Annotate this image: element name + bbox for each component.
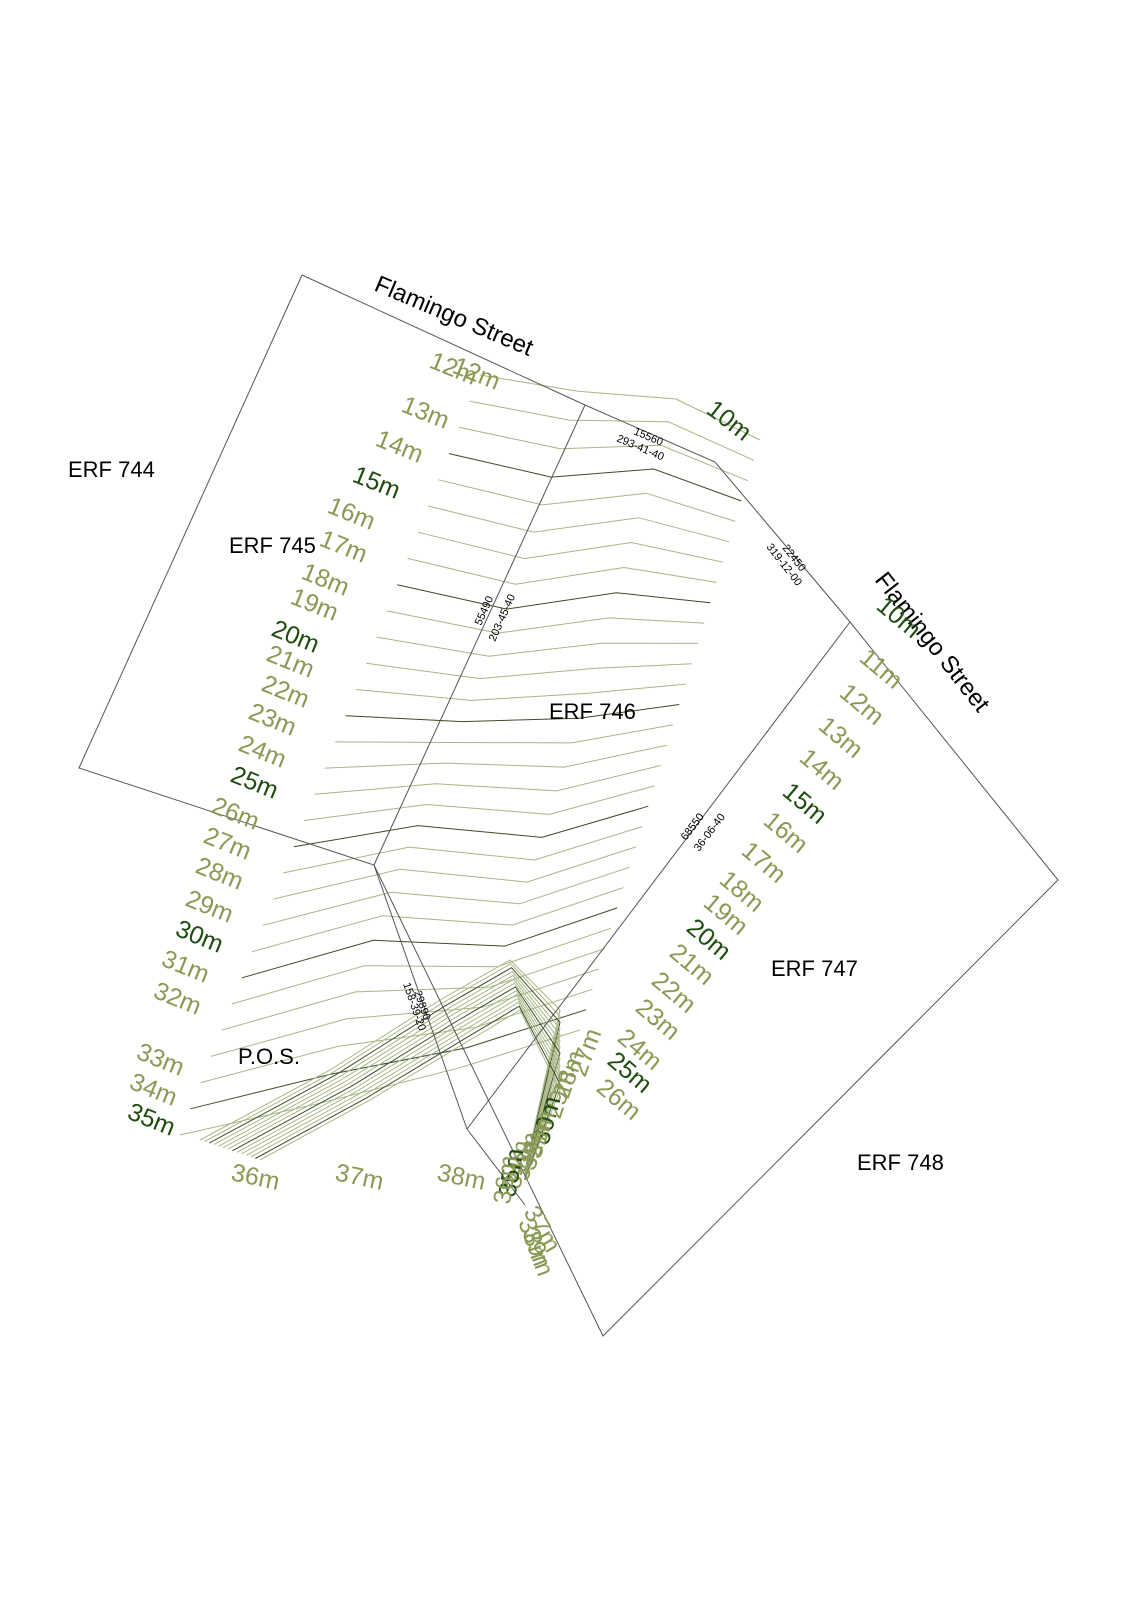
erf-744-label: ERF 744 bbox=[68, 457, 155, 482]
contour-line bbox=[479, 374, 761, 441]
erf-745-label: ERF 745 bbox=[229, 533, 316, 558]
contour-line bbox=[218, 974, 561, 1174]
contour-line bbox=[459, 426, 748, 482]
erf-746-label: ERF 746 bbox=[549, 699, 636, 724]
contour-line bbox=[293, 805, 649, 848]
contour-line bbox=[179, 1029, 581, 1136]
contour-line bbox=[227, 982, 561, 1175]
contour-line bbox=[231, 927, 612, 1005]
contour-line bbox=[221, 948, 605, 1031]
erf-745-746-boundary bbox=[373, 404, 586, 866]
contour-line bbox=[314, 765, 661, 795]
contour-label-bottom-37m: 37m bbox=[333, 1158, 386, 1196]
contour-line bbox=[210, 968, 599, 1057]
contour-line bbox=[335, 724, 674, 744]
contour-lines bbox=[179, 374, 761, 1181]
erf-748-label: ERF 748 bbox=[857, 1150, 944, 1175]
contour-line bbox=[255, 1005, 561, 1180]
contour-line bbox=[262, 866, 630, 926]
contour-line bbox=[376, 636, 698, 657]
contour-line bbox=[250, 1001, 561, 1179]
contour-line bbox=[304, 785, 655, 821]
erf-boundaries bbox=[78, 274, 1059, 1337]
contour-line bbox=[417, 531, 723, 563]
pos-label: P.O.S. bbox=[238, 1044, 300, 1069]
contour-line bbox=[200, 988, 593, 1084]
contour-label-west-15m: 15m bbox=[349, 461, 405, 505]
contour-line bbox=[407, 557, 717, 585]
contour-label-bottom-36m: 36m bbox=[229, 1158, 282, 1196]
contour-label-bottom-38m: 38m bbox=[435, 1158, 488, 1196]
contour-line bbox=[204, 963, 561, 1171]
contour-line bbox=[448, 453, 742, 502]
contour-line bbox=[366, 662, 692, 680]
erf-746-747-boundary bbox=[466, 621, 851, 1130]
contour-line bbox=[355, 683, 686, 701]
contour-line bbox=[208, 967, 561, 1172]
dimension-labels: 15560 293-41-40 22450 319-12-00 55490 20… bbox=[400, 426, 808, 1033]
contour-line bbox=[428, 505, 730, 543]
contour-line bbox=[283, 826, 643, 874]
contour-line bbox=[324, 744, 668, 769]
contour-line bbox=[397, 584, 711, 610]
dim-55490-length: 55490 bbox=[473, 594, 496, 627]
contour-label-west-14m: 14m bbox=[372, 425, 428, 469]
contour-label-west-top: 12m bbox=[449, 352, 505, 396]
contour-line bbox=[222, 978, 561, 1174]
contour-line bbox=[245, 997, 561, 1178]
erf-747-label: ERF 747 bbox=[771, 956, 858, 981]
contour-line bbox=[190, 1009, 587, 1110]
contour-line bbox=[241, 993, 561, 1178]
street-name-north: Flamingo Street bbox=[371, 271, 538, 362]
street-name-east: Flamingo Street bbox=[869, 567, 995, 717]
contour-line bbox=[199, 959, 561, 1171]
contour-line bbox=[259, 1009, 561, 1181]
contour-line bbox=[213, 970, 561, 1173]
erf-745-boundary bbox=[78, 274, 1059, 1337]
contour-label-cluster-36m: 36m bbox=[488, 1154, 522, 1206]
pos-boundary-south bbox=[466, 1128, 526, 1206]
pos-boundary bbox=[373, 864, 468, 1130]
contour-line bbox=[469, 400, 755, 461]
contour-line bbox=[438, 479, 736, 522]
contour-line bbox=[272, 846, 637, 900]
contour-label-west-13m: 13m bbox=[398, 391, 454, 435]
contour-line bbox=[252, 887, 624, 953]
contour-line bbox=[345, 704, 680, 723]
contour-line bbox=[241, 907, 618, 979]
contour-label-northeast-10m: 10m bbox=[701, 395, 757, 447]
contour-line bbox=[386, 610, 705, 634]
